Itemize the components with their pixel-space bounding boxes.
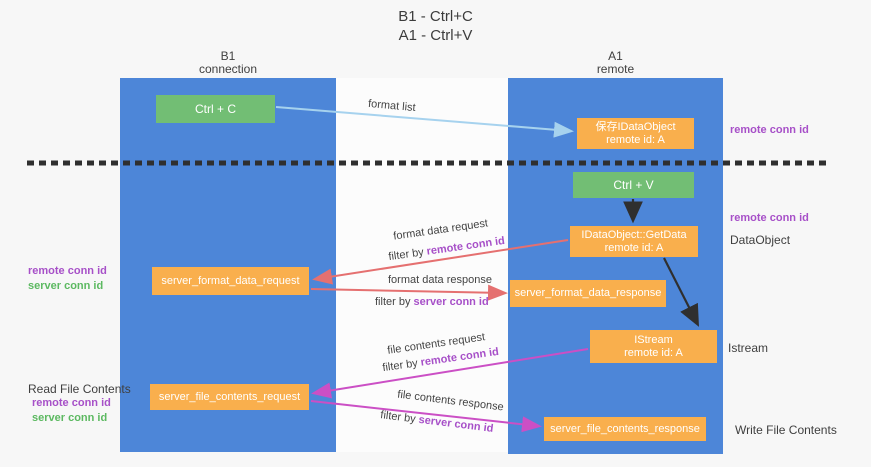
title-line-1: B1 - Ctrl+C	[398, 8, 473, 25]
istream-node: IStream remote id: A	[590, 330, 717, 363]
format-data-response-label: format data response	[388, 274, 492, 286]
remote-conn-id-right-label: remote conn id	[730, 212, 809, 224]
a1-subtitle: remote	[596, 62, 635, 76]
b1-subtitle: connection	[198, 62, 258, 76]
filter-by-text: filter by	[375, 296, 414, 308]
format-request-label: server_format_data_request	[161, 274, 300, 287]
file-response-label: server_file_contents_response	[550, 422, 700, 435]
format-response-label: server_format_data_response	[514, 287, 662, 299]
server-conn-id-left-label: server conn id	[28, 280, 104, 292]
idataobject-getdata-node: IDataObject::GetData remote id: A	[570, 226, 698, 257]
getdata-line2: remote id: A	[604, 241, 664, 254]
getdata-line1: IDataObject::GetData	[581, 228, 687, 241]
format-response-filter-label: filter by server conn id	[375, 296, 489, 308]
left-conn-id-group-2: remote conn id server conn id	[32, 396, 111, 426]
server-file-contents-response-node: server_file_contents_response	[544, 417, 706, 441]
ctrl-v-node: Ctrl + V	[573, 172, 694, 198]
a1-title: A1	[608, 49, 623, 63]
ctrl-c-label: Ctrl + C	[194, 101, 236, 116]
b1-title: B1	[220, 49, 236, 63]
server-conn-id-left-label: server conn id	[32, 412, 108, 424]
title-line-2: A1 - Ctrl+V	[398, 27, 473, 44]
left-conn-id-group-1: remote conn id server conn id	[28, 264, 107, 294]
remote-conn-id-left-label: remote conn id	[32, 397, 111, 409]
diagram-title: B1 - Ctrl+C A1 - Ctrl+V	[0, 7, 871, 45]
ctrl-c-node: Ctrl + C	[156, 95, 275, 123]
a1-column-header: A1 remote	[508, 50, 723, 76]
dataobject-side-label: DataObject	[730, 233, 791, 247]
istream-line1: IStream	[634, 333, 673, 346]
write-file-contents-label: Write File Contents	[735, 423, 837, 437]
save-idataobject-line1: 保存IDataObject	[595, 120, 676, 133]
remote-conn-id-right-top-label: remote conn id	[730, 124, 809, 136]
save-idataobject-line2: remote id: A	[606, 133, 665, 146]
istream-side-label: Istream	[728, 341, 769, 355]
remote-conn-id-left-label: remote conn id	[28, 265, 107, 277]
istream-line2: remote id: A	[624, 346, 683, 359]
file-request-label: server_file_contents_request	[158, 390, 301, 403]
server-conn-id-text: server conn id	[413, 296, 489, 308]
b1-column-header: B1 connection	[120, 50, 336, 76]
read-file-contents-label: Read File Contents	[28, 382, 131, 396]
server-file-contents-request-node: server_file_contents_request	[150, 384, 309, 410]
server-format-data-response-node: server_format_data_response	[510, 280, 666, 307]
server-format-data-request-node: server_format_data_request	[152, 267, 309, 295]
ctrl-v-label: Ctrl + V	[613, 177, 654, 192]
save-idataobject-node: 保存IDataObject remote id: A	[577, 118, 694, 149]
